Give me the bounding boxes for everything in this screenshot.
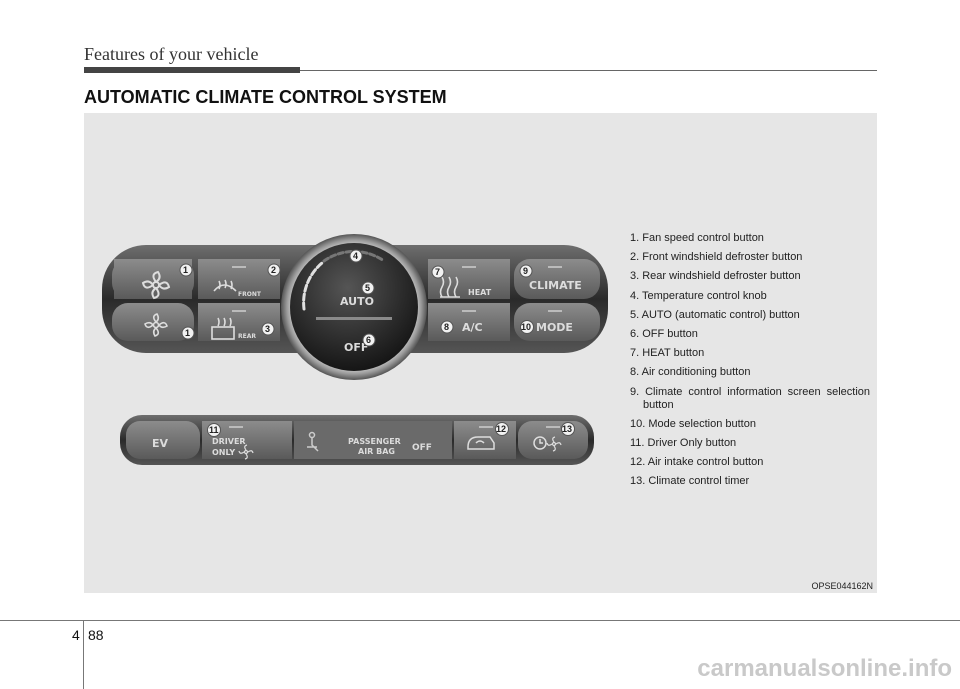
seat-airbag-icon: [307, 431, 319, 452]
callout-12: 12: [495, 422, 509, 436]
heat-button[interactable]: [428, 259, 510, 299]
ac-label: A/C: [462, 321, 483, 334]
legend-item: 8. Air conditioning button: [630, 366, 751, 379]
rear-label: REAR: [238, 333, 256, 340]
auto-label[interactable]: AUTO: [340, 295, 374, 308]
off-label[interactable]: OFF: [344, 341, 368, 354]
svg-text:3: 3: [265, 324, 270, 334]
driver-fan-icon: [238, 444, 254, 460]
climate-button[interactable]: [514, 259, 600, 299]
header-bar: [84, 67, 300, 73]
climate-panel-illustration: FRONT REAR HEAT CLIMATE A/C MODE AUTO OF…: [102, 234, 608, 465]
only-label: ONLY: [212, 448, 235, 457]
ev-label: EV: [152, 437, 169, 450]
header-rule: [300, 70, 877, 71]
svg-text:4: 4: [353, 251, 358, 261]
svg-text:13: 13: [562, 424, 572, 434]
fan-down-button[interactable]: [112, 303, 194, 341]
legend-item: 5. AUTO (automatic control) button: [630, 308, 800, 321]
svg-text:12: 12: [496, 424, 506, 434]
legend-item: 3. Rear windshield defroster button: [630, 270, 801, 283]
callout-legend: 1. Fan speed control button 2. Front win…: [630, 229, 870, 491]
recirculation-icon: [467, 436, 495, 450]
fan-up-button[interactable]: [112, 259, 194, 299]
legend-item: 2. Front windshield defroster button: [630, 251, 803, 264]
page-number: 88: [88, 627, 104, 643]
legend-item: 7. HEAT button: [630, 347, 705, 360]
figure-code: OPSE044162N: [811, 581, 873, 591]
callout-3: 3: [261, 322, 275, 336]
callout-10: 10: [520, 320, 534, 334]
heat-icon: [439, 276, 460, 298]
legend-item: 4. Temperature control knob: [630, 289, 767, 302]
ev-button[interactable]: [126, 421, 200, 459]
knob-face: [290, 243, 418, 371]
section-title: AUTOMATIC CLIMATE CONTROL SYSTEM: [84, 87, 447, 107]
callout-9: 9: [519, 264, 533, 278]
callout-4: 4: [349, 249, 363, 263]
svg-text:10: 10: [521, 322, 531, 332]
svg-text:9: 9: [523, 266, 528, 276]
legend-item: 10. Mode selection button: [630, 417, 756, 430]
svg-text:11: 11: [209, 425, 219, 435]
rear-defrost-icon: [211, 317, 235, 340]
callout-6: 6: [362, 333, 376, 347]
fan-small-icon: [144, 313, 168, 337]
legend-item: 13. Climate control timer: [630, 475, 750, 488]
timer-icon: [533, 436, 547, 450]
front-defrost-icon: [213, 279, 237, 292]
svg-text:7: 7: [435, 267, 440, 277]
passenger-airbag-indicator: [294, 421, 452, 459]
mode-label: MODE: [536, 321, 573, 334]
svg-text:6: 6: [366, 335, 371, 345]
legend-item: 6. OFF button: [630, 328, 698, 341]
svg-text:5: 5: [365, 283, 370, 293]
watermark: carmanualsonline.info: [697, 655, 952, 682]
heat-label: HEAT: [468, 288, 492, 297]
airbag-label: AIR BAG: [358, 447, 395, 456]
climate-control-figure: FRONT REAR HEAT CLIMATE A/C MODE AUTO OF…: [84, 113, 877, 593]
footer-divider: [83, 620, 84, 689]
callout-8: 8: [440, 320, 454, 334]
climate-label: CLIMATE: [529, 279, 582, 292]
footer-rule: [0, 620, 960, 621]
ac-button[interactable]: [428, 303, 510, 341]
timer-fan-icon: [546, 436, 562, 452]
driver-label: DRIVER: [212, 437, 246, 446]
running-header: Features of your vehicle: [84, 44, 259, 64]
callout-2: 2: [267, 263, 281, 277]
front-defrost-button[interactable]: [198, 259, 280, 299]
callout-13: 13: [561, 422, 575, 436]
chapter-number: 4: [72, 627, 80, 643]
callouts: 1 2 1 3 4 5 6 7 8 9 10 11 12 13: [179, 249, 575, 437]
callout-11: 11: [207, 423, 221, 437]
svg-text:2: 2: [271, 265, 276, 275]
svg-text:1: 1: [185, 328, 190, 338]
legend-item: 11. Driver Only button: [630, 436, 737, 449]
callout-1: 1: [179, 263, 193, 277]
knob-divider: [316, 317, 392, 320]
airbag-off-label: OFF: [412, 443, 432, 453]
svg-text:8: 8: [444, 322, 449, 332]
callout-7: 7: [431, 265, 445, 279]
front-label: FRONT: [238, 291, 262, 298]
fan-icon: [141, 270, 171, 300]
legend-item: 9. Climate control information screen se…: [630, 385, 870, 411]
legend-item: 1. Fan speed control button: [630, 232, 764, 244]
indicator-lights: [232, 266, 562, 312]
mode-button[interactable]: [514, 303, 600, 341]
callout-1b: 1: [181, 326, 195, 340]
callout-5: 5: [361, 281, 375, 295]
svg-text:1: 1: [183, 265, 188, 275]
passenger-label: PASSENGER: [348, 437, 401, 446]
legend-item: 12. Air intake control button: [630, 456, 764, 469]
